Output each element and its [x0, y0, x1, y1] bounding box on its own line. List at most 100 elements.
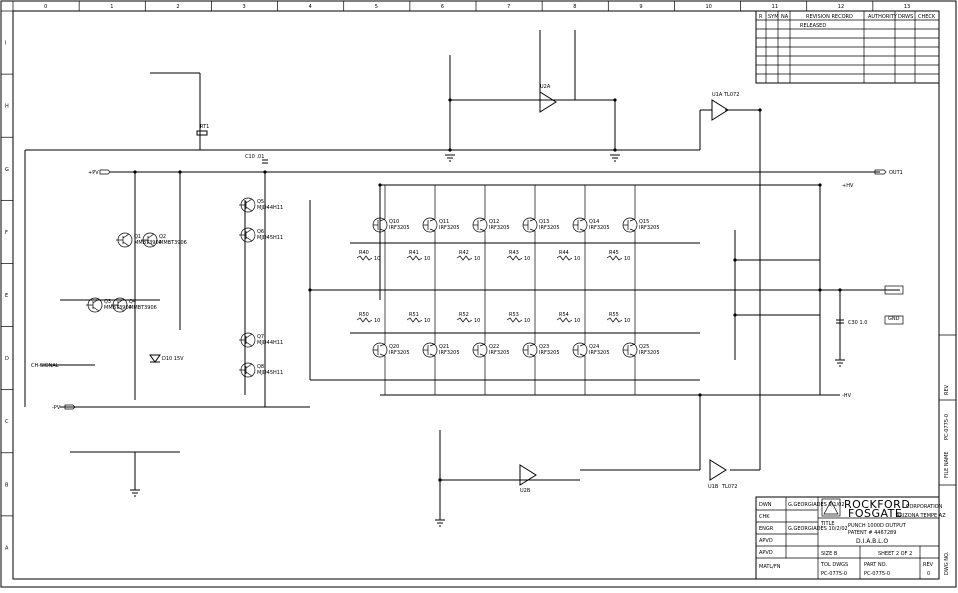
mosfet-ref: Q10: [389, 219, 399, 225]
mosfet-part: IRF3205: [589, 225, 610, 231]
right-margin-labels: REV FILE NAME PC-0775-0 DWG NO.: [939, 334, 956, 575]
margin-rev-label: REV: [944, 384, 950, 395]
col-label: 6: [441, 4, 444, 10]
mosfet-part: IRF3205: [639, 225, 660, 231]
tb-engr-value: G.GEORGIADES 10/2/02: [788, 526, 848, 532]
opamp-symbols: [519, 91, 729, 486]
tb-part-value: PC-0775-0: [864, 571, 890, 577]
transistor-part: MJD45H11: [257, 235, 283, 241]
tb-title-label: TITLE: [820, 521, 835, 527]
resistor-value: 10: [574, 318, 580, 324]
resistor-ref: R40: [359, 250, 369, 256]
opamp-u1a-label: U1A: [712, 92, 723, 98]
resistor-ref: R53: [509, 312, 519, 318]
company-suffix: CORPORATION: [906, 504, 943, 510]
junction-dots: [133, 98, 842, 482]
rev-header-check: CHECK: [918, 14, 936, 20]
net-out1: OUT1: [889, 170, 903, 176]
transistor-part: MJD44H11: [257, 340, 283, 346]
mosfet-ref: Q11: [439, 219, 449, 225]
transistor-part: MMBT3906: [129, 305, 157, 311]
resistor-value: 10: [374, 318, 380, 324]
resistor-ref: R42: [459, 250, 469, 256]
output-capacitor: [836, 319, 844, 324]
junction-dot: [733, 313, 737, 317]
driver-transistors: Q1MMBT3904Q2MMBT3906Q3MMBT3904Q4MMBT3906…: [86, 197, 283, 378]
mosfet-part: IRF3205: [589, 350, 610, 356]
resistor-value: 10: [424, 256, 430, 262]
rev-header-drws: DRWS: [898, 14, 913, 20]
transistor-ref: Q8: [257, 364, 264, 370]
junction-dot: [448, 148, 452, 152]
opamp-u2b-label: U2B: [520, 488, 531, 494]
junction-dot: [838, 288, 842, 292]
col-label: 1: [110, 4, 113, 10]
opamp-u1b: [709, 459, 727, 481]
rev-header-r: R: [759, 14, 763, 20]
rev-header-authority: AUTHORITY: [868, 14, 898, 20]
net-pos-out: +HV: [842, 183, 854, 189]
col-label: 5: [375, 4, 378, 10]
net-input: CH-SIGNAL: [31, 363, 59, 369]
mosfet-ref: Q14: [589, 219, 599, 225]
col-label: 12: [838, 4, 844, 10]
col-label: 3: [243, 4, 246, 10]
transistor-ref: Q5: [257, 199, 264, 205]
resistor-ref: R43: [509, 250, 519, 256]
net-labels: +PV -PV +HV -HV OUT1 CH-SIGNAL GND: [31, 169, 904, 411]
drawing-frame: [12, 10, 940, 580]
tb-dwn-label: DWN: [759, 502, 772, 508]
transistor-ref: Q7: [257, 334, 264, 340]
mosfet-part: IRF3205: [489, 350, 510, 356]
mosfet-ref: Q22: [489, 344, 499, 350]
transistor-ref: Q3: [104, 299, 111, 305]
tb-dwn-value: G.GEORGIADES 9/1/02: [788, 502, 845, 508]
row-label: F: [5, 230, 8, 236]
opamp-u2b: [519, 464, 537, 486]
net-pos-rail: +PV: [88, 170, 99, 176]
resistor-r54: R54 10: [556, 312, 580, 324]
tb-part-label: PART NO.: [864, 562, 887, 568]
tb-tol-value: PC-0775-0: [821, 571, 847, 577]
zener-label: D10 15V: [162, 356, 184, 362]
resistor-ref: R55: [609, 312, 619, 318]
resistor-value: 10: [574, 256, 580, 262]
junction-dot: [263, 170, 267, 174]
col-label: 4: [309, 4, 312, 10]
col-label: 8: [573, 4, 576, 10]
tb-tol-label: TOL DWGS: [820, 562, 848, 568]
junction-dot: [613, 148, 617, 152]
junction-dot: [758, 108, 762, 112]
junction-dot: [448, 98, 452, 102]
margin-dwg-label: DWG NO.: [944, 551, 950, 575]
margin-file-value: PC-0775-0: [944, 414, 950, 440]
junction-dot: [733, 258, 737, 262]
junction-dot: [698, 393, 702, 397]
row-label: I: [5, 41, 6, 47]
resistor-value: 10: [624, 256, 630, 262]
bias-capacitor: [262, 159, 268, 164]
mosfet-part: IRF3205: [439, 350, 460, 356]
resistor-ref: R54: [559, 312, 569, 318]
row-label: B: [5, 482, 9, 488]
mosfet-part: IRF3205: [539, 225, 560, 231]
